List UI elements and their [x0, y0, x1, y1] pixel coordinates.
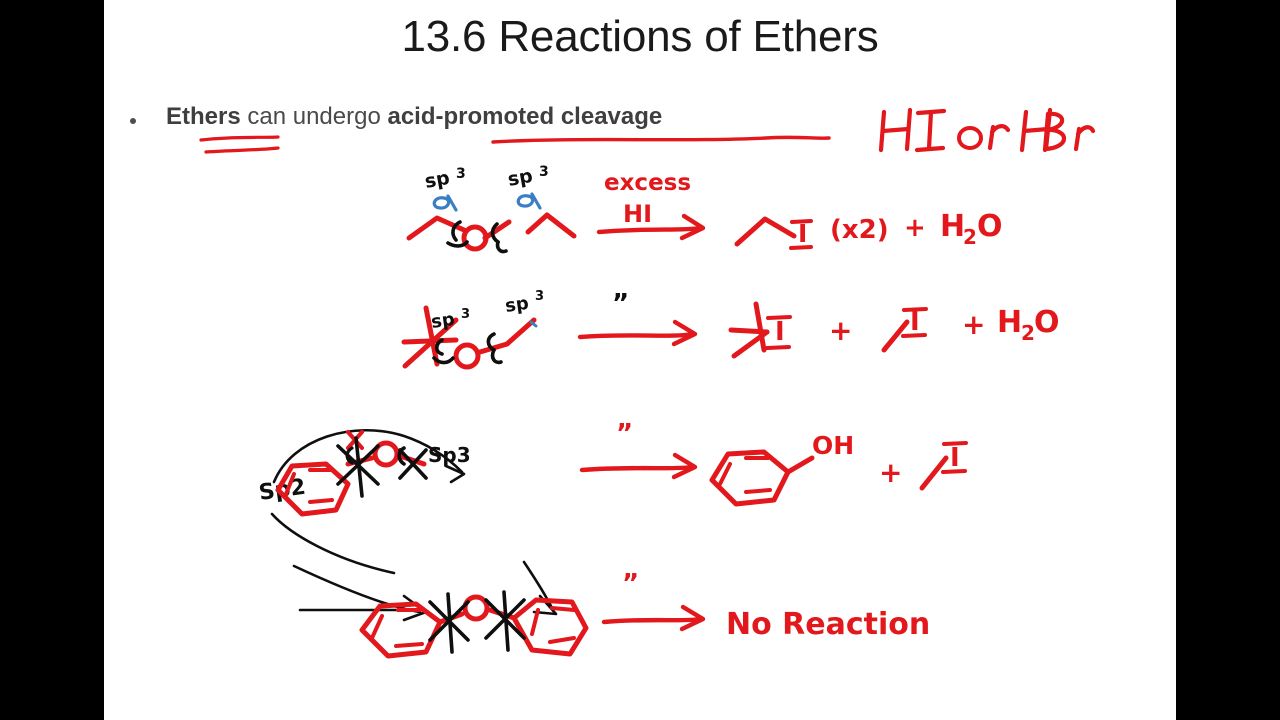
hi-or-hbr-annotation [878, 107, 1096, 153]
bullet-bold-ethers: Ethers [166, 103, 241, 130]
svg-text:O: O [977, 209, 1003, 244]
bullet-row: Ethers can undergo acid-promoted cleavag… [126, 100, 1156, 160]
row2-condition-ditto: ” [612, 289, 629, 319]
svg-text:+: + [879, 456, 902, 489]
bullet-text: Ethers can undergo acid-promoted cleavag… [166, 100, 662, 134]
svg-text:2: 2 [963, 225, 977, 249]
svg-text:sp: sp [504, 293, 530, 317]
reaction-row-4: ” No Reaction [104, 560, 1176, 700]
row2-alpha-marker-right [529, 320, 538, 328]
row1-label-sp3-right: sp 3 [506, 164, 549, 191]
row3-reaction-arrow [579, 452, 698, 480]
page-title: 13.6 Reactions of Ethers [401, 12, 879, 61]
row3-product-phenol: OH [709, 431, 854, 507]
svg-text:OH: OH [812, 431, 854, 460]
reaction-row-1: sp 3 sp 3 exces [104, 160, 1176, 275]
svg-text:3: 3 [535, 289, 544, 304]
row1-substrate-dipropyl-ether [406, 212, 577, 254]
row2-label-sp3-left: sp 3 [430, 307, 470, 333]
row3-curved-arrow-upper [272, 428, 466, 484]
row3-substrate-anisole: Sp3 [275, 430, 471, 517]
reaction-row-3: Sp2 [104, 410, 1176, 575]
row4-drawing: ” No Reaction [292, 560, 930, 659]
svg-text:(x2): (x2) [830, 215, 889, 245]
svg-text:”: ” [616, 419, 633, 449]
svg-text:3: 3 [461, 307, 470, 322]
bullet-marker [130, 118, 136, 124]
row4-product-no-reaction: No Reaction [726, 607, 930, 642]
svg-text:H: H [940, 209, 965, 244]
row4-substrate-diphenyl-ether [359, 590, 589, 659]
row1-drawing: sp 3 sp 3 exces [406, 164, 1003, 254]
svg-text:+: + [962, 308, 985, 341]
row3-product-methyl-iodide: + I [879, 441, 968, 491]
svg-text:No Reaction: No Reaction [726, 607, 930, 642]
row1-reaction-arrow [596, 213, 706, 241]
svg-text:3: 3 [456, 166, 466, 182]
row2-substrate-tertbutyl-ethyl-ether [401, 305, 537, 370]
row4-condition-ditto: ” [622, 569, 639, 599]
svg-text:I: I [950, 443, 960, 473]
svg-text:”: ” [612, 289, 629, 319]
row3-drawing: Sp2 [257, 419, 968, 575]
svg-text:sp: sp [506, 165, 534, 191]
svg-text:O: O [1034, 305, 1060, 340]
row1-label-sp3-left: sp 3 [423, 166, 466, 193]
row1-alpha-marker-left [432, 194, 458, 212]
row1-condition-text: excess HI [604, 170, 691, 228]
slide-canvas: 13.6 Reactions of Ethers Ethers can unde… [104, 0, 1176, 720]
row3-curved-arrow-lower [270, 512, 396, 575]
row4-reaction-arrow [601, 604, 706, 632]
svg-text:H: H [997, 305, 1022, 340]
row2-drawing: sp 3 sp 3 ” [401, 289, 1060, 370]
svg-text:3: 3 [539, 164, 549, 180]
letterbox-left [0, 0, 104, 720]
row3-condition-ditto: ” [616, 419, 633, 449]
row1-products: I (x2) + H 2 O [734, 209, 1003, 250]
bullet-mid-text: can undergo [240, 103, 388, 130]
row1-alpha-marker-right [516, 192, 542, 210]
svg-text:I: I [910, 307, 920, 337]
row2-products: I + I + H 2 O [728, 301, 1060, 359]
svg-text:excess: excess [604, 170, 691, 196]
svg-text:+: + [829, 314, 852, 347]
svg-text:I: I [775, 317, 785, 347]
bullet-bold-cleavage: acid-promoted cleavage [387, 103, 663, 130]
svg-text:”: ” [622, 569, 639, 599]
reaction-row-2: sp 3 sp 3 ” [104, 282, 1176, 392]
row2-reaction-arrow [577, 319, 698, 347]
bullet-underlines [199, 135, 831, 154]
row2-label-sp3-right: sp 3 [504, 289, 544, 317]
svg-text:Sp3: Sp3 [428, 443, 471, 467]
svg-text:2: 2 [1021, 321, 1035, 345]
svg-text:I: I [798, 219, 807, 248]
letterbox-right [1176, 0, 1280, 720]
svg-text:HI: HI [623, 200, 652, 228]
svg-text:+: + [904, 213, 926, 243]
svg-text:sp: sp [430, 309, 456, 333]
svg-text:sp: sp [423, 167, 451, 193]
